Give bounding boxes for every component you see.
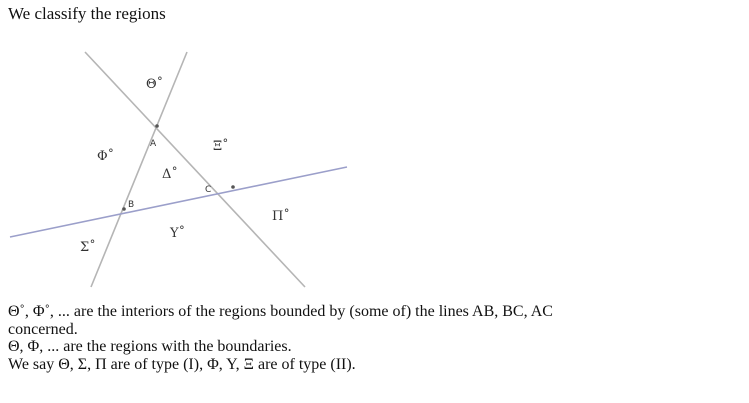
line-ab bbox=[90, 51, 188, 288]
triangle-regions-diagram: A B C Θ˚ Φ˚ Ξ˚ Δ˚ Π˚ Σ˚ Υ˚ bbox=[9, 51, 348, 288]
region-label-theta: Θ˚ bbox=[146, 76, 163, 92]
explanation-line-2: concerned. bbox=[8, 320, 78, 338]
line-bc bbox=[9, 166, 348, 238]
line-ac bbox=[84, 51, 306, 288]
point-label-a: A bbox=[150, 139, 157, 149]
explanation-line-4: We say Θ, Σ, Π are of type (I), Φ, Υ, Ξ … bbox=[8, 355, 356, 373]
region-label-delta: Δ˚ bbox=[162, 166, 178, 182]
vertex-c-dot bbox=[231, 185, 235, 189]
explanation-text: Θ˚, Φ˚, ... are the interiors of the reg… bbox=[8, 303, 744, 373]
region-label-pi: Π˚ bbox=[272, 208, 290, 224]
point-label-c: C bbox=[205, 185, 211, 195]
explanation-line-3: Θ, Φ, ... are the regions with the bound… bbox=[8, 338, 292, 355]
vertex-a-dot bbox=[155, 124, 159, 128]
heading-text: We classify the regions bbox=[8, 4, 166, 23]
region-label-phi: Φ˚ bbox=[97, 148, 114, 164]
explanation-line-1: Θ˚, Φ˚, ... are the interiors of the reg… bbox=[8, 303, 553, 320]
region-label-xi: Ξ˚ bbox=[213, 138, 229, 154]
vertex-b-dot bbox=[122, 207, 126, 211]
point-label-b: B bbox=[128, 200, 134, 210]
region-label-sigma: Σ˚ bbox=[80, 239, 96, 255]
region-label-upsilon: Υ˚ bbox=[169, 225, 185, 241]
